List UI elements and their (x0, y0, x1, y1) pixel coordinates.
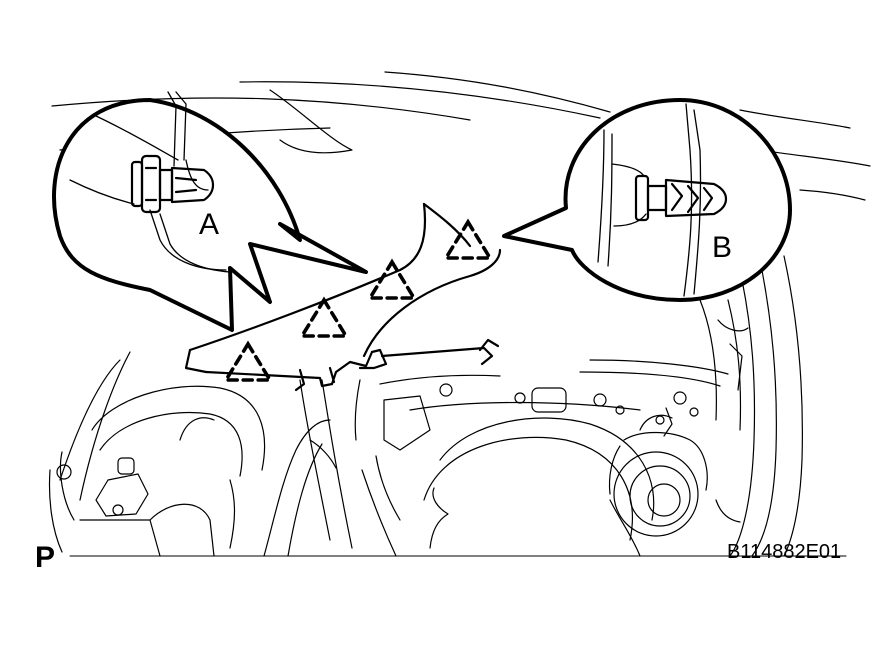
callout-b (502, 98, 792, 302)
callout-a-outline (52, 98, 368, 332)
clip-markers (222, 218, 494, 382)
dashed-triangle-marker-icon (298, 296, 350, 338)
vehicle-body-linework (48, 71, 871, 557)
figure-code: B114882E01 (727, 541, 842, 563)
callout-a (52, 91, 368, 332)
callout-label-a: A (199, 208, 220, 241)
dashed-triangle-marker-icon (366, 258, 418, 300)
push-rivet-clip-a-icon (130, 154, 215, 214)
side-trim-panel (184, 202, 502, 392)
dashed-triangle-marker-icon (222, 340, 274, 382)
view-label: P (35, 541, 56, 574)
callout-b-detail (597, 103, 702, 297)
dashed-triangle-marker-icon (442, 218, 494, 260)
callout-label-b: B (712, 231, 733, 264)
push-rivet-clip-b-icon (634, 174, 728, 222)
callout-a-detail (69, 91, 231, 273)
